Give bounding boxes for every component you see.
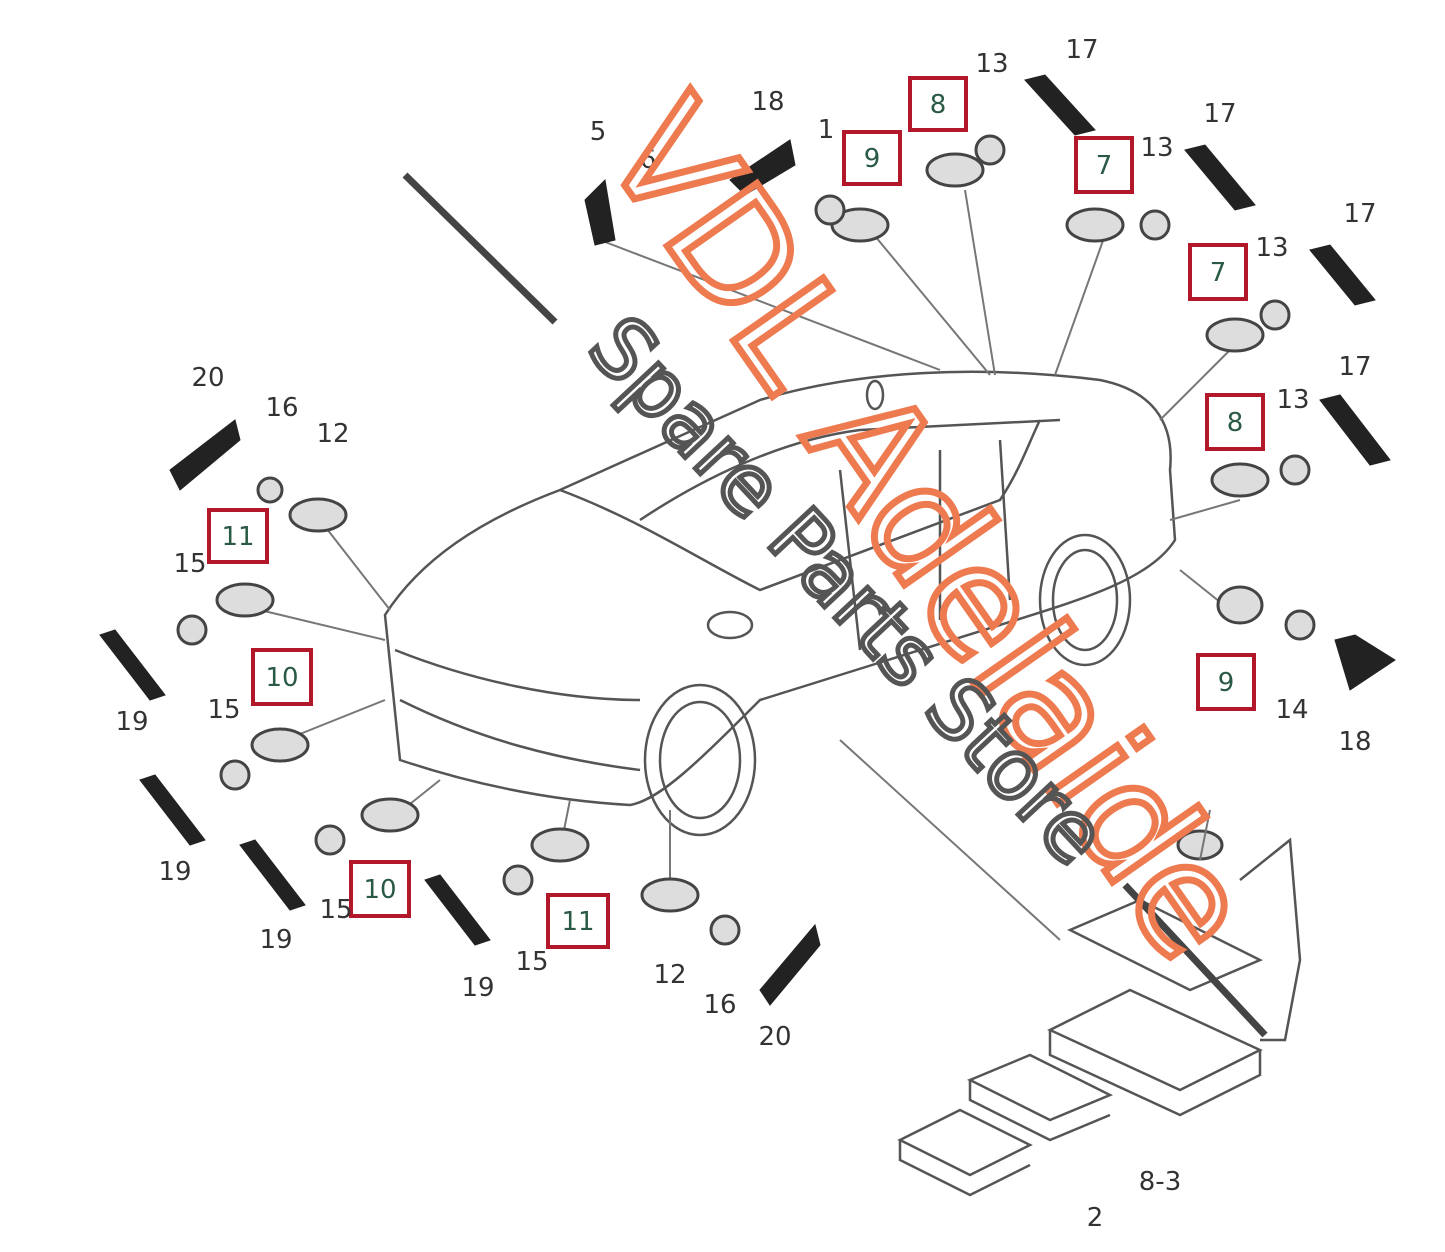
callout-label: 13	[1140, 133, 1173, 163]
callout-label: 15	[207, 695, 240, 725]
callout-label: 13	[1255, 233, 1288, 263]
sensor-parts	[99, 74, 1396, 1006]
callout-box: 11	[207, 508, 269, 564]
callout-label: 15	[515, 947, 548, 977]
callout-box: 11	[546, 893, 610, 949]
callout-label: 17	[1203, 99, 1236, 129]
callout-label: 19	[259, 925, 292, 955]
callout-number: 11	[221, 522, 254, 552]
callout-box: 9	[842, 130, 902, 186]
callout-box: 9	[1196, 653, 1256, 711]
callout-label: 20	[758, 1022, 791, 1052]
callout-label: 18	[1338, 727, 1371, 757]
callout-number: 9	[864, 144, 881, 174]
callout-label: 19	[115, 707, 148, 737]
callout-label: 14	[1275, 695, 1308, 725]
callout-label: 6	[640, 145, 657, 175]
callout-box: 10	[349, 860, 411, 918]
callout-label: 8-3	[1139, 1167, 1181, 1197]
callout-label: 17	[1065, 35, 1098, 65]
callout-number: 10	[265, 663, 298, 693]
leader-lines	[259, 189, 1241, 941]
callout-label: 12	[316, 419, 349, 449]
callout-label: 17	[1343, 199, 1376, 229]
callout-label: 12	[653, 960, 686, 990]
callout-label: 15	[319, 895, 352, 925]
callout-label: 20	[191, 363, 224, 393]
callouts: 5 6 18 1 13 17 13 17 13 17 13 17 14 18 2…	[115, 35, 1376, 1233]
callout-label: 1	[818, 115, 835, 145]
callout-label: 19	[461, 973, 494, 1003]
callout-label: 2	[1087, 1203, 1104, 1233]
callout-number: 7	[1096, 151, 1113, 181]
callout-number: 9	[1218, 668, 1235, 698]
callout-box: 8	[908, 76, 968, 132]
callout-box: 10	[251, 648, 313, 706]
control-unit-assembly	[897, 829, 1302, 1197]
callout-label: 16	[265, 393, 298, 423]
callout-box: 7	[1188, 243, 1248, 301]
highlighted-callouts: 8 9 7 7 8 9 11 10 10 11	[207, 76, 1265, 949]
callout-number: 10	[363, 875, 396, 905]
callout-label: 5	[590, 117, 607, 147]
callout-label: 13	[1276, 385, 1309, 415]
watermark-brand: VDL Adelaide	[571, 71, 1287, 990]
callout-number: 7	[1210, 258, 1227, 288]
callout-label: 17	[1338, 352, 1371, 382]
callout-label: 16	[703, 990, 736, 1020]
callout-label: 18	[751, 87, 784, 117]
callout-box: 8	[1205, 393, 1265, 451]
callout-number: 8	[1227, 408, 1244, 438]
callout-label: 19	[158, 857, 191, 887]
callout-label: 13	[975, 49, 1008, 79]
callout-box: 7	[1074, 136, 1134, 194]
car-outline	[383, 370, 1177, 837]
callout-number: 11	[561, 907, 594, 937]
callout-label: 15	[173, 549, 206, 579]
callout-number: 8	[930, 90, 947, 120]
